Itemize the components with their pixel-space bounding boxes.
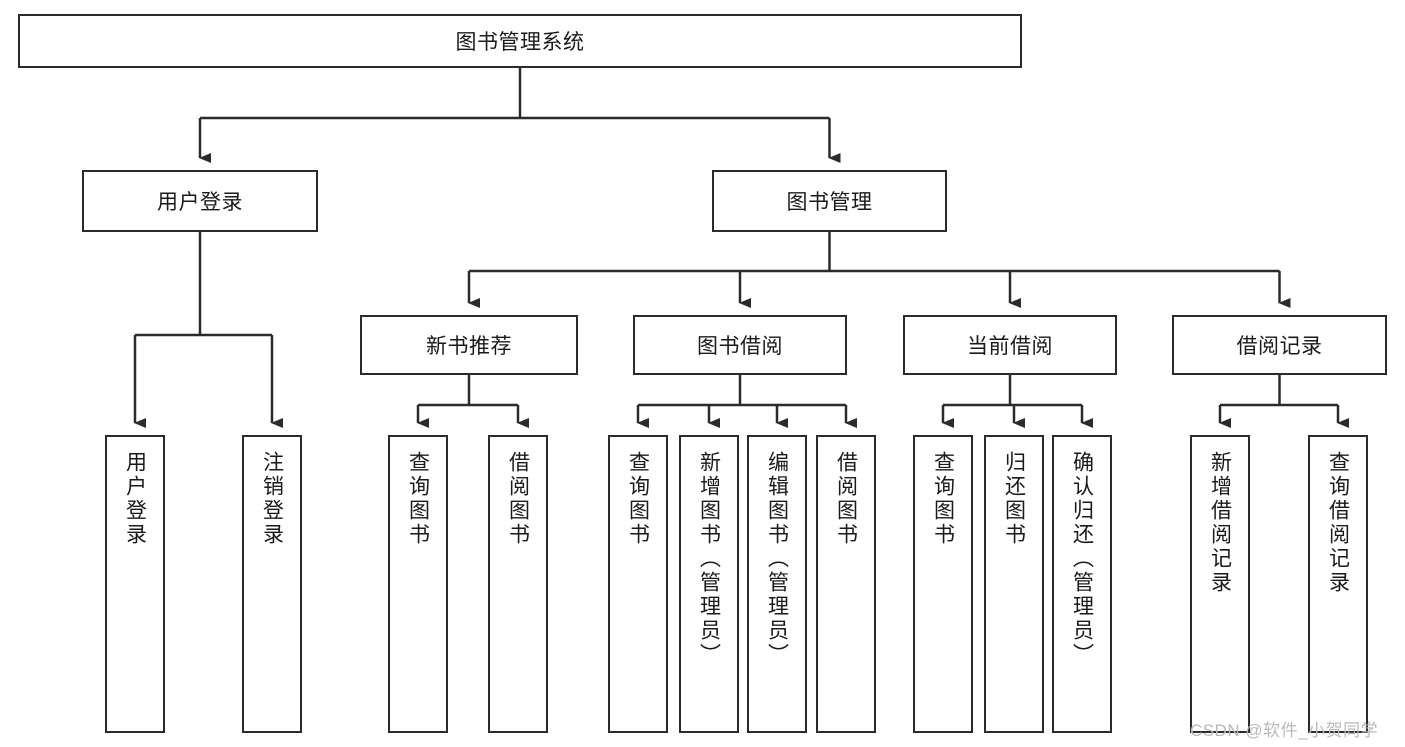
node-l5[interactable]: 查询图书 [608, 435, 668, 733]
node-bookmgmt[interactable]: 图书管理 [712, 170, 947, 232]
node-label: 新增借阅记录 [1208, 451, 1232, 595]
node-label: 用户登录 [157, 191, 243, 214]
node-newbook[interactable]: 新书推荐 [360, 315, 578, 375]
node-label: 借阅记录 [1236, 335, 1323, 358]
node-l8[interactable]: 借阅图书 [816, 435, 876, 733]
node-l7[interactable]: 编辑图书（管理员） [747, 435, 807, 733]
node-l3[interactable]: 查询图书 [388, 435, 448, 733]
node-record[interactable]: 借阅记录 [1172, 315, 1387, 375]
watermark-text: CSDN @软件_小贺同学 [1190, 721, 1379, 740]
node-label: 新书推荐 [426, 335, 512, 358]
node-l1[interactable]: 用户登录 [105, 435, 165, 733]
node-label: 用户登录 [123, 451, 147, 547]
node-label: 新增图书（管理员） [697, 451, 721, 667]
node-label: 查询图书 [626, 451, 650, 547]
node-label: 归还图书 [1002, 451, 1026, 547]
node-label: 借阅图书 [506, 451, 530, 547]
node-label: 查询图书 [931, 451, 955, 547]
node-label: 注销登录 [260, 451, 284, 547]
node-label: 图书借阅 [697, 335, 783, 358]
node-label: 查询借阅记录 [1326, 451, 1350, 595]
node-l9[interactable]: 查询图书 [913, 435, 973, 733]
node-l12[interactable]: 新增借阅记录 [1190, 435, 1250, 733]
node-label: 图书管理 [786, 191, 873, 214]
node-label: 借阅图书 [834, 451, 858, 547]
node-l11[interactable]: 确认归还（管理员） [1052, 435, 1112, 733]
node-label: 编辑图书（管理员） [765, 451, 789, 667]
node-label: 查询图书 [406, 451, 430, 547]
node-l10[interactable]: 归还图书 [984, 435, 1044, 733]
node-l6[interactable]: 新增图书（管理员） [679, 435, 739, 733]
node-login[interactable]: 用户登录 [82, 170, 318, 232]
node-label: 图书管理系统 [455, 31, 585, 54]
node-borrow[interactable]: 图书借阅 [633, 315, 847, 375]
node-current[interactable]: 当前借阅 [903, 315, 1117, 375]
node-label: 确认归还（管理员） [1070, 451, 1094, 667]
node-l2[interactable]: 注销登录 [242, 435, 302, 733]
node-l13[interactable]: 查询借阅记录 [1308, 435, 1368, 733]
node-root[interactable]: 图书管理系统 [18, 14, 1022, 68]
node-label: 当前借阅 [967, 335, 1053, 358]
node-l4[interactable]: 借阅图书 [488, 435, 548, 733]
